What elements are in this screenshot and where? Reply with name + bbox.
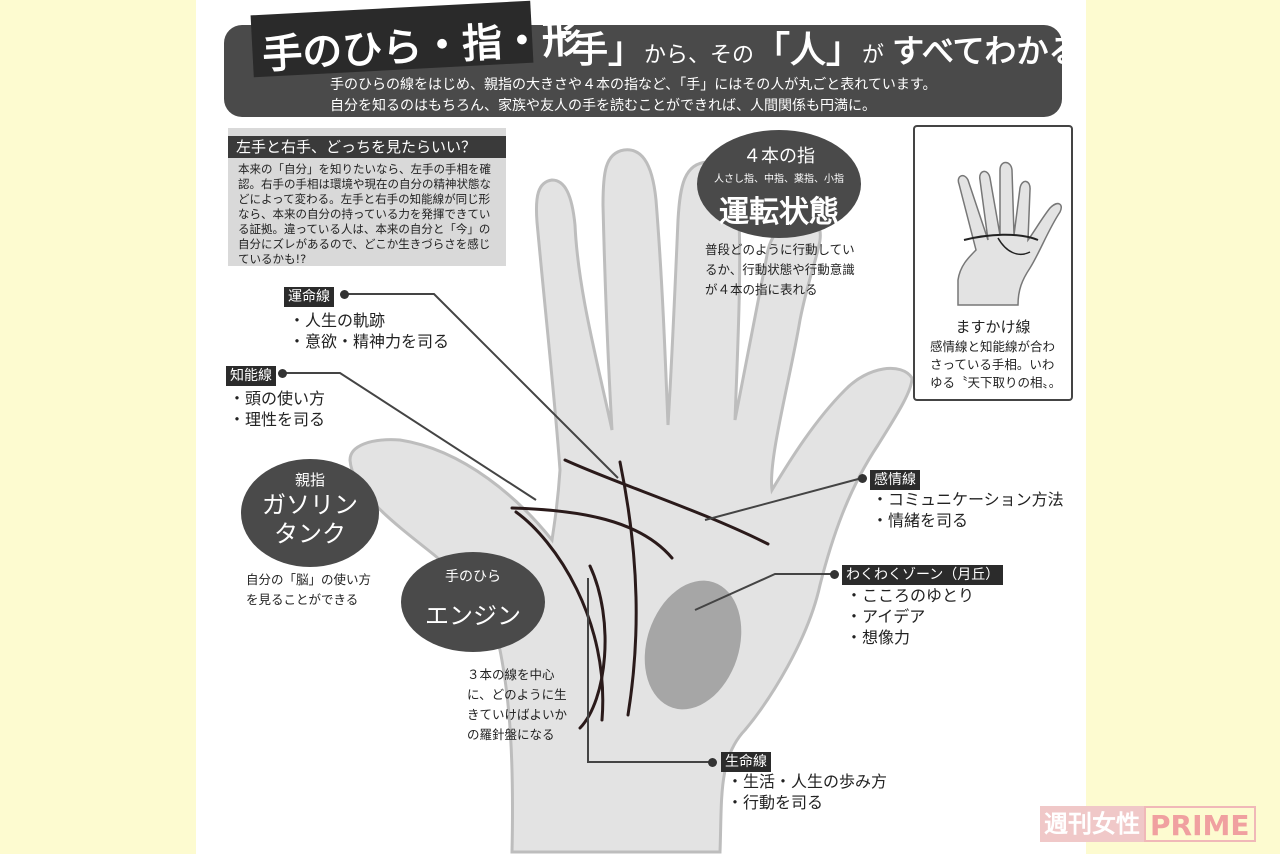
- headline: 「手」から、その「人」がすべてわかる: [536, 26, 1081, 82]
- thumb-desc-2: を見ることができる: [246, 592, 359, 607]
- watermark-part-2: PRIME: [1144, 806, 1256, 842]
- moon-mound: [644, 580, 742, 710]
- tag-wakuwaku: わくわくゾーン（月丘）: [842, 565, 1004, 585]
- fingers-title: ４本の指: [743, 146, 815, 167]
- heart-line: [563, 458, 770, 546]
- palm-big: エンジン: [425, 602, 521, 630]
- fingers-desc-1: 普段どのように行動してい: [705, 242, 855, 257]
- palm-desc: ３本の線を中心 に、どのように生 きていけばよいか の羅針盤になる: [467, 665, 567, 745]
- tag-kanjou: 感情線: [870, 470, 920, 490]
- fingers-bubble: ４本の指 人さし指、中指、薬指、小指 運転状態: [697, 130, 861, 238]
- wakuwaku-item-2: ・アイデア: [846, 607, 926, 626]
- seimei-list: ・生活・人生の歩み方 ・行動を司る: [727, 771, 887, 813]
- unmei-item-1: ・人生の軌跡: [289, 311, 386, 330]
- palm-desc-3: きていけばよいか: [467, 707, 568, 722]
- hand-outline: [348, 148, 914, 854]
- headline-part-2: から、その: [644, 43, 755, 68]
- fingers-desc-3: が４本の指に表れる: [705, 282, 818, 297]
- leader-chinou: [282, 372, 537, 501]
- chinou-item-2: ・理性を司る: [229, 410, 326, 429]
- wakuwaku-list: ・こころのゆとり ・アイデア ・想像力: [846, 585, 974, 648]
- masukake-title: ますかけ線: [955, 318, 1031, 336]
- palm-desc-4: の羅針盤になる: [467, 727, 555, 742]
- dot-kanjou: [858, 474, 867, 483]
- seimei-item-2: ・行動を司る: [727, 793, 824, 812]
- thumb-desc-1: 自分の「脳」の使い方: [246, 572, 372, 587]
- info-line-6: 自分にズレがあるので、どこか生きづらさを感じ: [238, 237, 491, 251]
- palm-label: 手のひら: [445, 569, 501, 585]
- masukake-desc-3: ゆる〝天下取りの相〟。: [930, 375, 1062, 390]
- wakuwaku-item-3: ・想像力: [846, 628, 911, 647]
- info-line-1: 本来の「自分」を知りたいなら、左手の手相を確: [238, 162, 491, 176]
- info-line-7: ているかも!?: [238, 252, 307, 266]
- fingers-big: 運転状態: [719, 195, 839, 230]
- unmei-item-2: ・意欲・精神力を司る: [289, 332, 450, 351]
- fingers-desc: 普段どのように行動してい るか、行動状態や行動意識 が４本の指に表れる: [705, 240, 875, 300]
- chinou-list: ・頭の使い方 ・理性を司る: [229, 388, 325, 430]
- wakuwaku-item-1: ・こころのゆとり: [846, 586, 975, 605]
- info-line-4: なら、本来の自分の持っている力を発揮できてい: [238, 207, 491, 221]
- fate-line: [618, 460, 638, 717]
- info-line-5: る証拠。違っている人は、本来の自分と「今」の: [238, 222, 491, 236]
- kanjou-item-2: ・情緒を司る: [872, 511, 969, 530]
- masukake-desc-2: さっている手相。いわ: [930, 357, 1055, 372]
- fingers-sub: 人さし指、中指、薬指、小指: [714, 174, 844, 185]
- thumb-big-2: タンク: [274, 520, 346, 548]
- seimei-item-1: ・生活・人生の歩み方: [727, 772, 888, 791]
- palm-desc-1: ３本の線を中心: [467, 667, 555, 682]
- masukake-desc: 感情線と知能線が合わ さっている手相。いわ ゆる〝天下取りの相〟。: [930, 338, 1070, 392]
- thumb-desc: 自分の「脳」の使い方 を見ることができる: [246, 570, 371, 610]
- thumb-big-1: ガソリン: [262, 491, 358, 519]
- thumb-label: 親指: [294, 471, 325, 489]
- leader-wakuwaku: [694, 573, 834, 611]
- masukake-desc-1: 感情線と知能線が合わ: [930, 339, 1056, 354]
- tag-chinou: 知能線: [226, 366, 276, 386]
- headline-part-4: が: [862, 43, 885, 68]
- dot-seimei: [708, 758, 717, 767]
- head-line: [510, 506, 674, 560]
- watermark: 週刊女性 PRIME: [1040, 806, 1256, 842]
- dot-wakuwaku: [830, 570, 839, 579]
- thumb-bubble: 親指 ガソリン タンク: [241, 459, 379, 567]
- life-line: [514, 510, 605, 722]
- palm-desc-2: に、どのように生: [467, 687, 567, 702]
- tag-unmei: 運命線: [284, 287, 334, 307]
- info-box-title: 左手と右手、どっちを見たらいい？: [228, 136, 506, 158]
- info-box-body: 本来の「自分」を知りたいなら、左手の手相を確 認。右手の手相は環境や現在の自分の…: [238, 162, 504, 267]
- palm-bubble: 手のひら エンジン: [401, 552, 545, 652]
- leader-kanjou: [704, 477, 863, 521]
- lead-line-1: 手のひらの線をはじめ、親指の大きさや４本の指など、「手」にはその人が丸ごと表れて…: [330, 77, 937, 93]
- headline-part-3: 「人」: [754, 30, 863, 71]
- chinou-item-1: ・頭の使い方: [229, 389, 326, 408]
- watermark-part-1: 週刊女性: [1040, 806, 1144, 842]
- unmei-list: ・人生の軌跡 ・意欲・精神力を司る: [289, 310, 449, 352]
- dot-chinou: [278, 369, 287, 378]
- kanjou-item-1: ・コミュニケーション方法: [872, 490, 1064, 509]
- info-line-3: どによって変わる。左手と右手の知能線が同じ形: [238, 192, 491, 206]
- headline-part-1: 「手」: [536, 30, 645, 71]
- lead-line-2: 自分を知るのはもちろん、家族や友人の手を読むことができれば、人間関係も円満に。: [330, 98, 876, 114]
- info-line-2: 認。右手の手相は環境や現在の自分の精神状態な: [238, 177, 491, 191]
- small-hand-icon: [957, 161, 1062, 306]
- leader-seimei: [587, 578, 712, 763]
- headline-part-5: すべてわかる: [892, 32, 1081, 70]
- leader-unmei: [344, 293, 619, 479]
- dot-unmei: [340, 290, 349, 299]
- hand-illustration: [282, 148, 914, 854]
- fingers-desc-2: るか、行動状態や行動意識: [705, 262, 855, 277]
- kanjou-list: ・コミュニケーション方法 ・情緒を司る: [872, 489, 1064, 531]
- tag-seimei: 生命線: [721, 752, 771, 772]
